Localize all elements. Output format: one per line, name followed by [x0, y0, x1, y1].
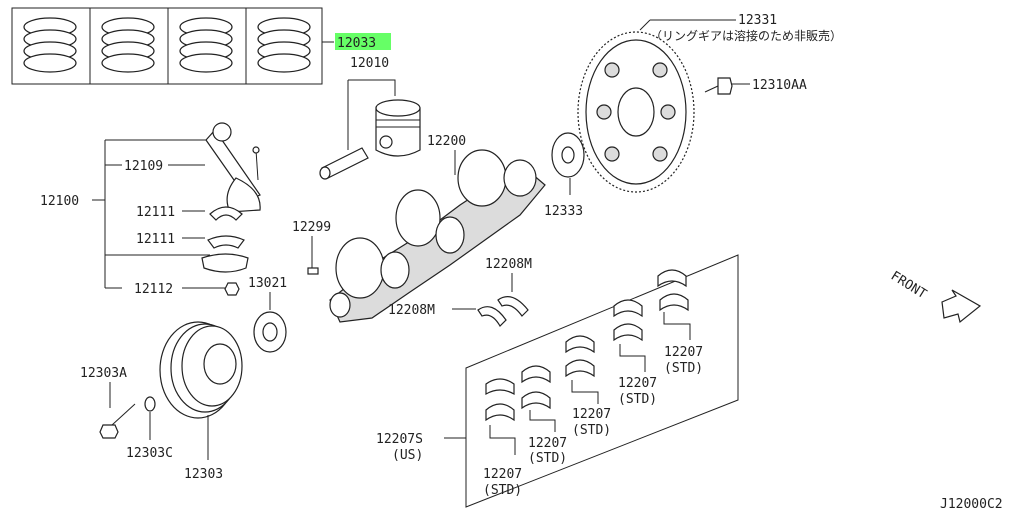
piston-ring-panel-frame [11, 7, 323, 85]
reinforcement-plate[interactable] [551, 132, 585, 178]
label-12207-1[interactable]: 12207 [483, 467, 522, 482]
label-12207-2[interactable]: 12207 [528, 436, 567, 451]
label-12010[interactable]: 12010 [350, 56, 389, 71]
front-arrow-icon [941, 289, 982, 324]
main-bearing-2[interactable] [521, 365, 551, 410]
label-12111-lower[interactable]: 12111 [136, 232, 175, 247]
piston-ring-set-1[interactable] [23, 17, 77, 73]
piston[interactable] [375, 99, 421, 157]
piston-ring-set-2[interactable] [101, 17, 155, 73]
piston-pin[interactable] [319, 147, 369, 180]
label-12207-5[interactable]: 12207 [664, 345, 703, 360]
std-12207-5: (STD) [664, 361, 703, 376]
pulley-bolt[interactable] [99, 403, 136, 439]
main-bearing-panel [465, 254, 739, 508]
label-12208m-left[interactable]: 12208M [388, 303, 435, 318]
main-bearing-panel-frame [465, 254, 739, 508]
main-bearing-3[interactable] [565, 335, 595, 378]
thrust-bearing-left[interactable] [477, 306, 507, 327]
rod-cap[interactable] [201, 253, 249, 273]
flywheel[interactable] [577, 31, 695, 193]
crankshaft[interactable] [329, 149, 546, 323]
label-12109[interactable]: 12109 [124, 159, 163, 174]
diagram-code: J12000C2 [940, 497, 1003, 512]
label-12207-3[interactable]: 12207 [572, 407, 611, 422]
label-12200[interactable]: 12200 [427, 134, 466, 149]
std-12207-3: (STD) [572, 423, 611, 438]
label-13021[interactable]: 13021 [248, 276, 287, 291]
front-label: FRONT [888, 269, 929, 303]
label-12303[interactable]: 12303 [184, 467, 223, 482]
rod-nut[interactable] [224, 282, 240, 296]
rod-bearing-upper[interactable] [209, 206, 243, 221]
piston-ring-set-3[interactable] [179, 17, 233, 73]
crank-sprocket[interactable] [253, 311, 287, 353]
label-12299[interactable]: 12299 [292, 220, 331, 235]
label-12112[interactable]: 12112 [134, 282, 173, 297]
note-12331: （リングギアは溶接のため非販売） [650, 28, 842, 43]
main-bearing-1[interactable] [485, 378, 515, 422]
label-12303a[interactable]: 12303A [80, 366, 127, 381]
label-12100[interactable]: 12100 [40, 194, 79, 209]
pulley-washer[interactable] [144, 396, 156, 412]
connecting-rod[interactable] [205, 122, 261, 213]
label-12310aa[interactable]: 12310AA [752, 78, 807, 93]
piston-ring-set-4[interactable] [257, 17, 311, 73]
crank-pulley[interactable] [159, 321, 243, 419]
std-12207-4: (STD) [618, 392, 657, 407]
label-12033[interactable]: 12033 [337, 36, 376, 51]
label-12208m-right[interactable]: 12208M [485, 257, 532, 272]
crank-key[interactable] [307, 267, 319, 275]
rod-bearing-lower[interactable] [207, 235, 245, 249]
std-12207-2: (STD) [528, 451, 567, 466]
label-12207s[interactable]: 12207S [376, 432, 423, 447]
flywheel-bolt[interactable] [704, 77, 733, 95]
label-12207-4[interactable]: 12207 [618, 376, 657, 391]
highlight-12033 [335, 33, 391, 50]
thrust-bearing-right[interactable] [497, 296, 529, 317]
label-12331[interactable]: 12331 [738, 13, 777, 28]
piston-ring-panel [11, 7, 334, 85]
label-12333[interactable]: 12333 [544, 204, 583, 219]
std-12207-1: (STD) [483, 483, 522, 498]
label-12303c[interactable]: 12303C [126, 446, 173, 461]
main-bearing-5[interactable] [657, 269, 689, 312]
main-bearing-4[interactable] [613, 299, 643, 342]
note-12207s: (US) [392, 448, 423, 463]
label-12111-upper[interactable]: 12111 [136, 205, 175, 220]
